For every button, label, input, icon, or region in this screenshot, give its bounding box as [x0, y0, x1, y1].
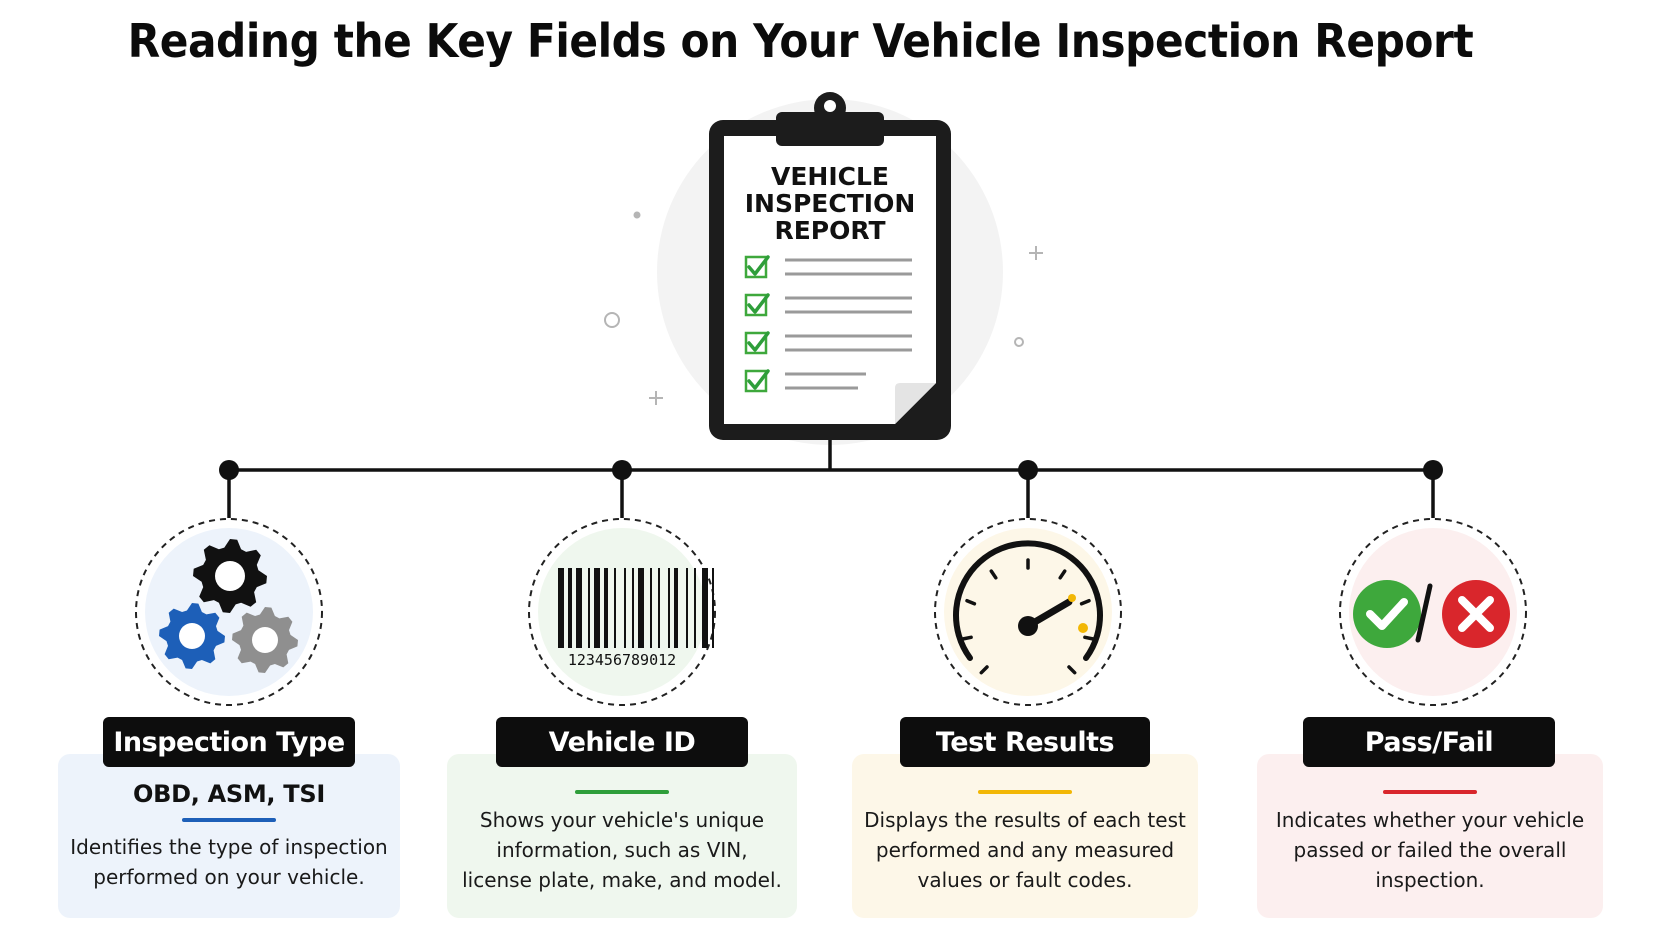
field-accent-rule [1383, 790, 1477, 794]
field-card-vehicle-id: Shows your vehicle's unique information,… [447, 754, 797, 918]
field-accent-rule [978, 790, 1072, 794]
connector-nodes [219, 460, 1443, 480]
field-description: Shows your vehicle's unique information,… [462, 808, 782, 892]
field-accent-rule [182, 818, 276, 822]
checklist-row [744, 331, 912, 355]
gauge-icon [953, 540, 1103, 675]
field-description: Indicates whether your vehicle passed or… [1275, 808, 1585, 892]
field-accent-rule [575, 790, 669, 794]
field-label-vehicle-id: Vehicle ID [496, 717, 748, 767]
connector-lines [227, 440, 1435, 518]
field-subtitle: OBD, ASM, TSI [133, 780, 325, 808]
sparkle-decorations [604, 211, 1043, 405]
gears-icon [159, 539, 298, 673]
checklist [744, 255, 912, 393]
checklist-row [744, 255, 912, 279]
clipboard-heading-line-2: INSPECTION [745, 189, 916, 218]
barcode-number: 123456789012 [568, 651, 676, 669]
barcode-icon: 123456789012 [558, 568, 714, 669]
field-card-test-results: Displays the results of each test perfor… [852, 754, 1198, 918]
icon-disc [1339, 518, 1527, 706]
checklist-row [744, 369, 866, 393]
clipboard-icon: VEHICLE INSPECTION REPORT [709, 92, 951, 440]
icon-discs [135, 518, 1527, 706]
pass-fail-icon [1353, 580, 1510, 648]
field-card-inspection-type: OBD, ASM, TSI Identifies the type of ins… [58, 754, 400, 918]
checklist-row [744, 293, 912, 317]
field-card-pass-fail: Indicates whether your vehicle passed or… [1257, 754, 1603, 918]
clipboard-heading-line-1: VEHICLE [771, 162, 889, 191]
field-label-inspection-type: Inspection Type [103, 717, 355, 767]
field-description: Displays the results of each test perfor… [864, 808, 1186, 892]
field-label-pass-fail: Pass/Fail [1303, 717, 1555, 767]
field-label-test-results: Test Results [900, 717, 1150, 767]
icon-disc [934, 518, 1122, 706]
field-description: Identifies the type of inspection perfor… [70, 835, 388, 889]
clipboard-heading-line-3: REPORT [774, 216, 885, 245]
page-title: Reading the Key Fields on Your Vehicle I… [127, 14, 1474, 68]
